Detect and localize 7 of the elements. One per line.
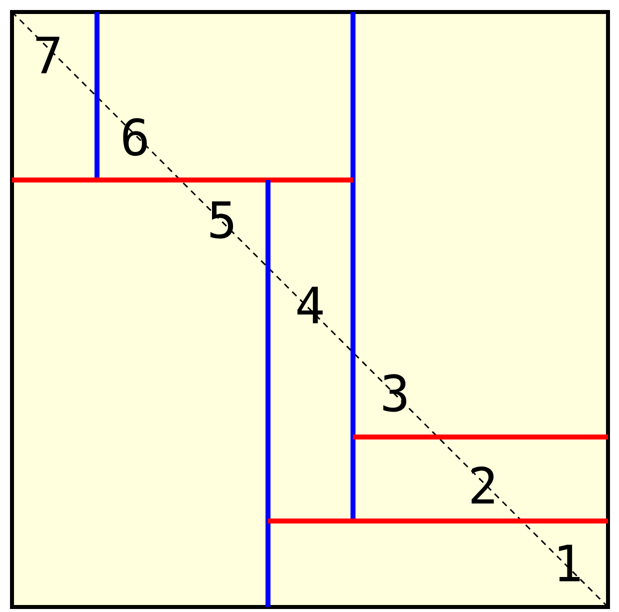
region-number: 2 — [472, 466, 494, 504]
region-number: 3 — [383, 374, 406, 412]
region-number: 1 — [558, 544, 580, 582]
region-number: 5 — [210, 201, 234, 239]
region-number: 7 — [36, 36, 60, 74]
region-number: 6 — [123, 118, 147, 156]
region-number: 4 — [297, 286, 323, 324]
